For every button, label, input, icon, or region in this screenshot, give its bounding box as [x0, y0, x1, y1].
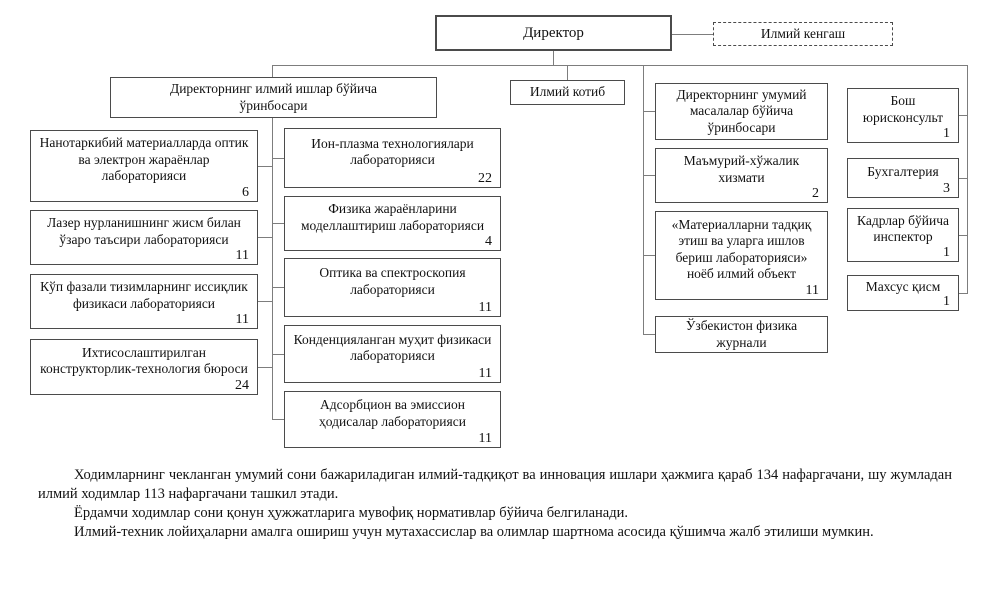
box-label: Директорнинг илмий ишлар бўйича ўринбоса… — [169, 81, 377, 113]
connector-line — [272, 419, 284, 420]
connector-line — [958, 235, 968, 236]
staff-count: 24 — [235, 378, 249, 393]
staff-count: 11 — [478, 431, 492, 446]
box-design-bureau: Ихтисослаштирилган конструкторлик-технол… — [30, 339, 258, 395]
connector-line — [258, 301, 273, 302]
staff-count: 11 — [478, 366, 492, 381]
connector-line — [272, 65, 968, 66]
connector-line — [643, 334, 656, 335]
box-label: Махсус қисм — [865, 278, 941, 294]
box-deputy-science: Директорнинг илмий ишлар бўйича ўринбоса… — [110, 77, 437, 118]
box-admin-service: Маъмурий-хўжалик хизмати 2 — [655, 148, 828, 203]
connector-line — [553, 50, 554, 66]
staff-count: 2 — [812, 186, 819, 201]
connector-line — [672, 34, 713, 35]
box-label: Адсорбцион ва эмиссион ҳодисалар лаборат… — [319, 397, 466, 429]
box-deputy-general: Директорнинг умумий масалалар бўйича ўри… — [655, 83, 828, 140]
staff-count: 1 — [943, 126, 950, 141]
box-lab-multiphase: Кўп фазали тизимларнинг иссиқлик физикас… — [30, 274, 258, 329]
box-lab-laser: Лазер нурланишнинг жисм билан ўзаро таъс… — [30, 210, 258, 265]
box-label: Кадрлар бўйича инспектор — [857, 212, 949, 244]
box-label: Бош юрисконсульт — [862, 93, 944, 125]
box-lab-condensed-matter: Конденцияланган муҳит физикаси лаборатор… — [284, 325, 501, 383]
staff-count: 11 — [235, 248, 249, 263]
staff-count: 11 — [235, 312, 249, 327]
box-lab-ion-plasma: Ион-плазма технологиялари лабораторияси … — [284, 128, 501, 188]
box-label: Конденцияланган муҳит физикаси лаборатор… — [293, 331, 492, 363]
staff-count: 3 — [943, 181, 950, 196]
connector-line — [643, 111, 656, 112]
footnote-contract-specialists: Илмий-техник лойиҳаларни амалга ошириш у… — [74, 524, 874, 541]
box-lab-optics-spectroscopy: Оптика ва спектроскопия лабораторияси 11 — [284, 258, 501, 317]
staff-count: 1 — [943, 294, 950, 309]
connector-line — [643, 175, 656, 176]
connector-line — [272, 65, 273, 78]
box-hr-inspector: Кадрлар бўйича инспектор 1 — [847, 208, 959, 262]
box-label: Ион-плазма технологиялари лабораторияси — [311, 135, 474, 167]
box-special-unit: Махсус қисм 1 — [847, 275, 959, 311]
connector-line — [272, 287, 284, 288]
footnote-staff-total: Ходимларнинг чекланган умумий сони бажар… — [38, 467, 952, 503]
connector-line — [958, 178, 968, 179]
box-label: Кўп фазали тизимларнинг иссиқлик физикас… — [40, 279, 248, 311]
box-director: Директор — [435, 15, 672, 51]
box-label: Нанотаркибий материалларда оптик ва элек… — [39, 135, 249, 184]
connector-line — [958, 293, 968, 294]
box-label: Директор — [523, 24, 584, 41]
connector-line — [272, 354, 284, 355]
connector-line — [643, 65, 644, 335]
box-chief-legal-counsel: Бош юрисконсульт 1 — [847, 88, 959, 143]
connector-line — [567, 65, 568, 81]
staff-count: 6 — [242, 185, 249, 200]
box-label: Маъмурий-хўжалик хизмати — [683, 153, 800, 185]
box-lab-nanostructured: Нанотаркибий материалларда оптик ва элек… — [30, 130, 258, 202]
staff-count: 4 — [485, 234, 492, 249]
connector-line — [643, 255, 656, 256]
box-label: Илмий котиб — [529, 84, 606, 100]
footnote-support-staff: Ёрдамчи ходимлар сони қонун ҳужжатларига… — [74, 505, 628, 522]
box-label: Ихтисослаштирилган конструкторлик-технол… — [40, 344, 248, 376]
box-label: Ўзбекистон физика журнали — [685, 318, 798, 350]
box-label: Илмий кенгаш — [760, 25, 846, 41]
connector-line — [258, 237, 273, 238]
connector-line — [258, 367, 273, 368]
box-unique-science-object: «Материалларни тадқиқ этиш ва уларга ишл… — [655, 211, 828, 300]
box-lab-modeling: Физика жараёнларини моделлаштириш лабора… — [284, 196, 501, 251]
connector-line — [272, 223, 284, 224]
box-label: Физика жараёнларини моделлаштириш лабора… — [300, 201, 485, 233]
staff-count: 11 — [478, 300, 492, 315]
box-label: Лазер нурланишнинг жисм билан ўзаро таъс… — [47, 215, 241, 247]
staff-count: 1 — [943, 245, 950, 260]
connector-line — [258, 166, 273, 167]
box-accounting: Бухгалтерия 3 — [847, 158, 959, 198]
box-label: Оптика ва спектроскопия лабораторияси — [319, 265, 466, 297]
box-label: Бухгалтерия — [867, 163, 939, 179]
footnotes: Ходимларнинг чекланган умумий сони бажар… — [38, 466, 952, 543]
box-lab-adsorption-emission: Адсорбцион ва эмиссион ҳодисалар лаборат… — [284, 391, 501, 448]
connector-line — [272, 118, 273, 420]
connector-line — [272, 158, 284, 159]
staff-count: 11 — [805, 283, 819, 298]
connector-line — [958, 115, 968, 116]
box-scientific-council: Илмий кенгаш — [713, 22, 893, 46]
box-label: «Материалларни тадқиқ этиш ва уларга ишл… — [671, 216, 812, 281]
staff-count: 22 — [478, 171, 492, 186]
box-physics-journal: Ўзбекистон физика журнали — [655, 316, 828, 353]
box-label: Директорнинг умумий масалалар бўйича ўри… — [676, 86, 807, 135]
connector-line — [967, 65, 968, 294]
box-scientific-secretary: Илмий котиб — [510, 80, 625, 105]
